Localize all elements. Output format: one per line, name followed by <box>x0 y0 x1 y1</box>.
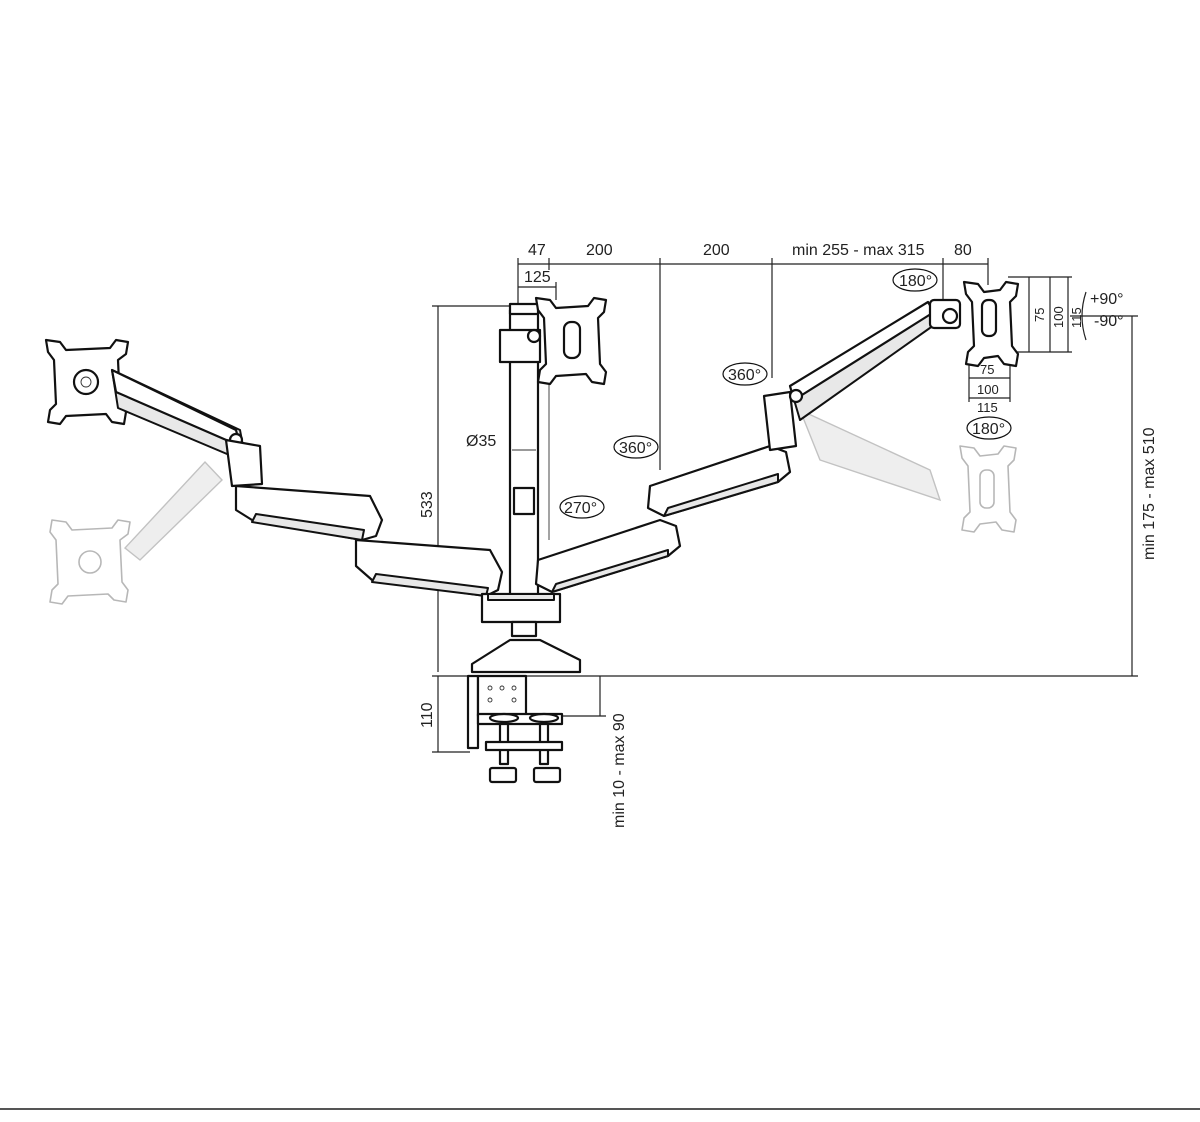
monitor-arm-assembly <box>44 280 1020 784</box>
ghost-positions <box>49 408 1017 605</box>
dim-vesa-h-75: 75 <box>980 362 994 377</box>
dim-vesa-v-75: 75 <box>1032 308 1047 322</box>
dim-533: 533 <box>419 491 436 518</box>
dim-vesa-v-100: 100 <box>1051 306 1066 328</box>
dim-pole-diameter: Ø35 <box>466 433 496 450</box>
dim-80: 80 <box>954 242 972 259</box>
dim-200-a: 200 <box>586 242 613 259</box>
rotation-180-bottom: 180° <box>972 421 1005 438</box>
tilt-up-label: +90° <box>1090 291 1124 308</box>
rotation-360-mid: 360° <box>619 440 652 457</box>
dim-200-b: 200 <box>703 242 730 259</box>
rotation-indicators: 180° 360° 360° 270° 180° <box>559 268 1012 519</box>
dim-110: 110 <box>419 702 436 728</box>
dimension-lines <box>432 258 1138 753</box>
rotation-270: 270° <box>564 500 597 517</box>
dim-min-max-255-315: min 255 - max 315 <box>792 242 925 259</box>
bottom-divider <box>0 1108 1200 1110</box>
tilt-down-label: -90° <box>1094 313 1124 330</box>
rotation-360-right: 360° <box>728 367 761 384</box>
dim-vesa-h-115: 115 <box>977 400 998 415</box>
dim-vesa-v-115: 115 <box>1069 307 1084 328</box>
dim-height-range: min 175 - max 510 <box>1141 427 1158 560</box>
dim-vesa-h-100: 100 <box>977 382 999 397</box>
dim-47: 47 <box>528 242 546 259</box>
rotation-180-top: 180° <box>899 273 932 290</box>
dim-clamp-range: min 10 - max 90 <box>611 713 628 828</box>
desk-clamp <box>466 674 480 750</box>
dimension-labels: 47 200 200 min 255 - max 315 80 125 Ø35 … <box>419 242 1158 828</box>
dim-125: 125 <box>524 269 551 286</box>
